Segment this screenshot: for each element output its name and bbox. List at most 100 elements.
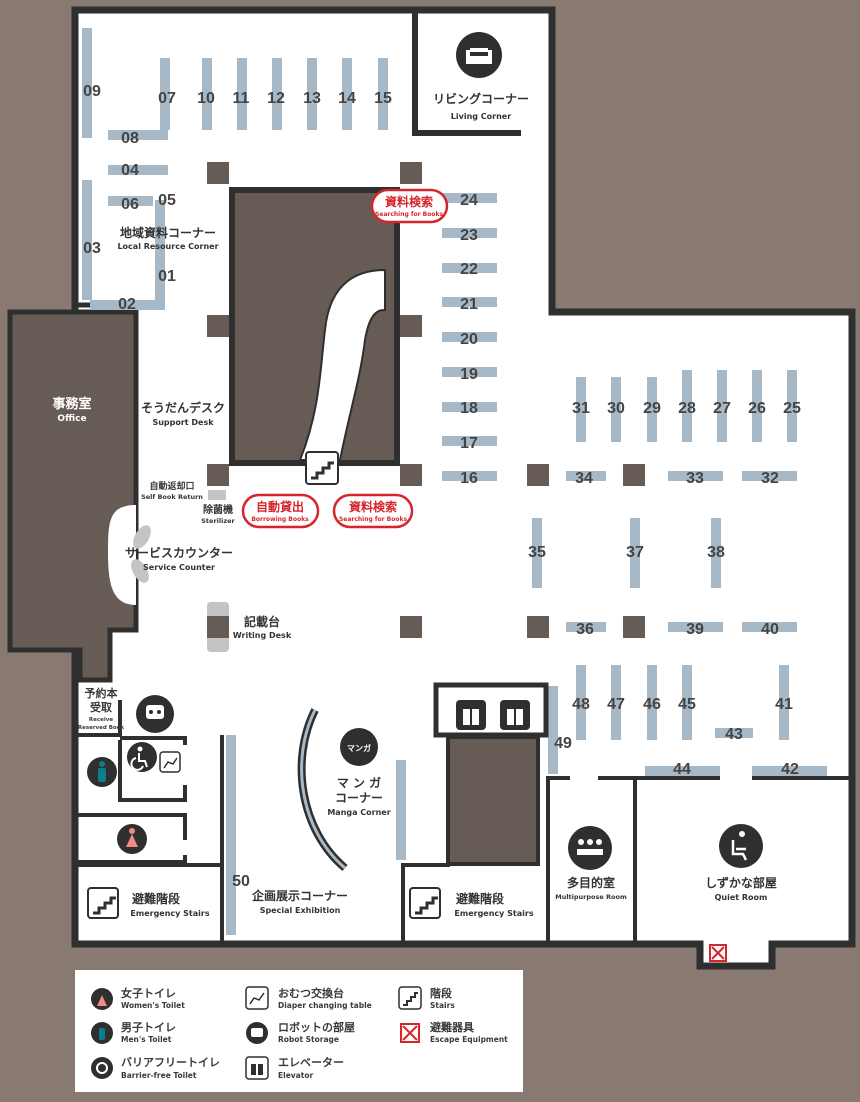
- manga-corner-label-jp2: コーナー: [335, 791, 383, 805]
- service-counter-desk: [133, 525, 151, 549]
- exhibition-label-jp: 企画展示コーナー: [251, 888, 348, 903]
- shelf-number: 44: [673, 761, 691, 778]
- shelf-number: 32: [761, 470, 779, 487]
- shelf-number: 35: [528, 544, 546, 561]
- legend-box: [75, 970, 523, 1092]
- elevator-icon[interactable]: [456, 700, 486, 730]
- self-return-slot: [208, 490, 226, 500]
- legend-label-en: Diaper changing table: [278, 1001, 372, 1010]
- self-return-label-jp: 自動返却口: [149, 480, 194, 492]
- shelf-number: 12: [267, 90, 285, 107]
- living-corner-wall: [412, 10, 521, 136]
- shelf-number: 06: [121, 196, 139, 213]
- office-label-en: Office: [57, 414, 86, 424]
- local-corner-label-jp: 地域資料コーナー: [120, 225, 216, 240]
- atrium-staircase: [298, 268, 386, 461]
- elevator-shaft: [446, 735, 540, 866]
- legend-label-en: Elevator: [278, 1071, 313, 1080]
- sofa-icon: [456, 32, 502, 78]
- shelf-number: 11: [233, 90, 250, 107]
- legend-item-barrier-free-toilet: バリアフリートイレ Barrier-free Toilet: [91, 1056, 220, 1080]
- shelf-number: 33: [686, 470, 704, 487]
- shelf-number: 28: [678, 400, 696, 417]
- legend-label-jp: 避難器具: [430, 1020, 474, 1034]
- shelf-number: 05: [158, 192, 176, 209]
- shelf-number: 50: [232, 873, 250, 890]
- shelf-number: 39: [686, 621, 704, 638]
- shelf-number: 41: [775, 696, 793, 713]
- legend-label-jp: 女子トイレ: [121, 986, 176, 1000]
- shelf-number: 34: [575, 470, 593, 487]
- shelf-number: 38: [707, 544, 725, 561]
- emergency-stairs-mid-label-jp: 避難階段: [456, 891, 505, 906]
- legend-label-en: Women's Toilet: [121, 1001, 185, 1010]
- shelf-number: 01: [158, 268, 176, 285]
- emergency-stairs-left-label-jp: 避難階段: [132, 891, 181, 906]
- support-desk-label-jp: そうだんデスク: [141, 400, 225, 415]
- legend-label-en: Robot Storage: [278, 1035, 339, 1044]
- quiet-room-label-jp: しずかな部屋: [705, 875, 777, 890]
- shelf-number: 08: [121, 130, 139, 147]
- shelf-number: 40: [761, 621, 779, 638]
- emergency-stairs-left-label-en: Emergency Stairs: [130, 909, 209, 918]
- emergency-stairs-mid-label-en: Emergency Stairs: [454, 909, 533, 918]
- multipurpose-room-label-jp: 多目的室: [567, 875, 615, 890]
- shelf-number: 49: [554, 735, 572, 752]
- stairs-icon: [311, 461, 334, 480]
- shelf-number: 48: [572, 696, 590, 713]
- shelf-numbers: 01 02 03 04 05 06 07 08 09 10 11 12 13 1…: [83, 83, 801, 890]
- sterilizer-label-jp: 除菌機: [203, 503, 233, 516]
- shelf-number: 07: [158, 90, 176, 107]
- shelf-number: 04: [121, 162, 139, 179]
- search-badge-label-en: Searching for Books: [339, 516, 408, 523]
- search-badge-label-en: Searching for Books: [375, 211, 444, 218]
- shelf-number: 21: [460, 296, 478, 313]
- shelf-number: 45: [678, 696, 696, 713]
- elevator-icon[interactable]: [500, 700, 530, 730]
- shelf-number: 31: [572, 400, 590, 417]
- search-badge-bottom[interactable]: 資料検索 Searching for Books: [332, 493, 414, 529]
- legend-label-jp: 男子トイレ: [121, 1021, 176, 1034]
- shelf-number: 43: [725, 726, 743, 743]
- legend-label-jp: おむつ交換台: [278, 986, 344, 1000]
- legend-item-escape-equipment: 避難器具 Escape Equipment: [400, 1020, 508, 1044]
- reserved-book-label-jp2: 受取: [90, 700, 112, 714]
- legend-label-jp: バリアフリートイレ: [121, 1056, 220, 1069]
- diaper-table-icon: [245, 986, 269, 1010]
- borrow-badge[interactable]: 自動貸出 Borrowing Books: [241, 493, 320, 529]
- legend-item-stairs: 階段 Stairs: [398, 986, 455, 1010]
- reserved-book-label-jp1: 予約本: [85, 686, 118, 700]
- shelf-number: 18: [460, 400, 478, 417]
- manga-corner-label-en: Manga Corner: [327, 808, 390, 817]
- shelf-number: 19: [460, 366, 478, 383]
- shelves: [82, 28, 827, 935]
- living-corner-label-en: Living Corner: [451, 112, 511, 121]
- shelf-number: 15: [374, 90, 392, 107]
- manga-icon: [340, 728, 378, 766]
- support-desk-label-en: Support Desk: [152, 418, 214, 427]
- shelf-number: 22: [460, 261, 478, 278]
- writing-desk-label-en: Writing Desk: [233, 631, 292, 640]
- shelf-number: 30: [607, 400, 625, 417]
- shelf-number: 09: [83, 83, 101, 100]
- quiet-room-icon: [719, 824, 763, 868]
- restroom-walls: [78, 700, 852, 944]
- barrier-free-toilet-icon: [127, 742, 157, 772]
- legend-label-en: Escape Equipment: [430, 1035, 508, 1044]
- elevator-icon: [245, 1056, 269, 1080]
- shelf-number: 37: [626, 544, 644, 561]
- legend-item-elevator: エレベーター Elevator: [245, 1056, 344, 1080]
- shelf-number: 47: [607, 696, 625, 713]
- service-counter-desk: [131, 559, 149, 583]
- legend-label-en: Barrier-free Toilet: [121, 1071, 197, 1080]
- legend-label-jp: 階段: [430, 986, 452, 1000]
- manga-corner-label-jp1: マ ン ガ: [337, 775, 381, 790]
- shelf-number: 46: [643, 696, 661, 713]
- shelf-number: 29: [643, 400, 661, 417]
- legend-item-robot: ロボットの部屋 Robot Storage: [246, 1020, 355, 1044]
- local-corner-label-en: Local Resource Corner: [117, 242, 218, 251]
- search-badge-top[interactable]: 資料検索 Searching for Books: [370, 188, 449, 224]
- stairs-icon: [409, 887, 441, 919]
- legend-label-en: Men's Toilet: [121, 1035, 172, 1044]
